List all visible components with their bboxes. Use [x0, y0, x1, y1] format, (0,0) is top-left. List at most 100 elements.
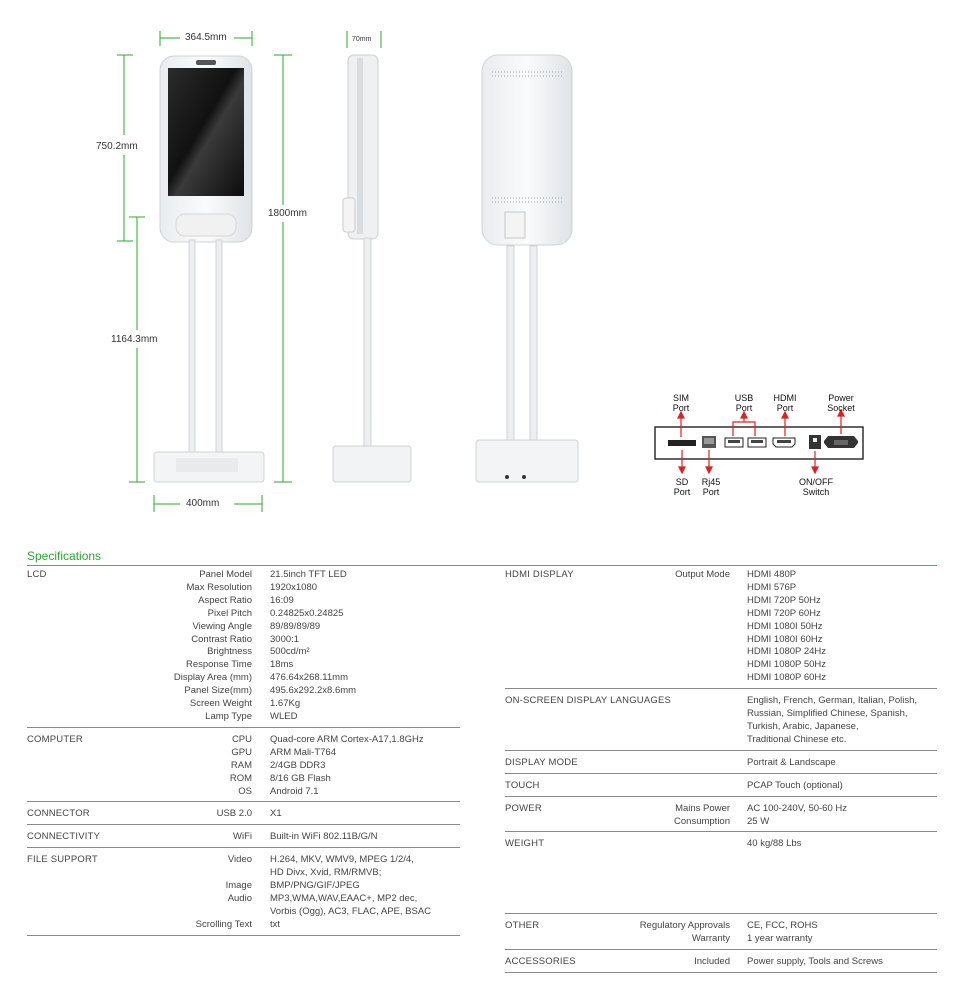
spec-key — [505, 659, 730, 672]
spec-row: English, French, German, Italian, Polish… — [505, 695, 937, 708]
spec-row: HDMI 1080P 24Hz — [505, 646, 937, 659]
spec-value: Power supply, Tools and Screws — [747, 956, 883, 968]
spec-key: Display Area (mm) — [173, 672, 252, 684]
spec-key: Viewing Angle — [192, 620, 252, 632]
spec-value: HDMI 1080I 50Hz — [747, 620, 823, 632]
spec-value: 25 W — [747, 815, 770, 827]
spec-value: English, French, German, Italian, Polish… — [747, 695, 918, 707]
spec-value: 1 year warranty — [747, 933, 813, 945]
spec-row: PCAP Touch (optional) — [505, 780, 937, 793]
spec-row: HD Divx, Xvid, RM/RMVB; — [27, 867, 460, 880]
spec-value: Android 7.1 — [270, 785, 319, 797]
spec-value: HDMI 1080I 60Hz — [747, 633, 823, 645]
spec-section-heading: TOUCH — [505, 779, 540, 791]
spec-key: Regulatory Approvals — [639, 920, 730, 932]
spec-key: Brightness — [207, 646, 252, 658]
spec-value: 18ms — [270, 659, 294, 671]
spec-row: Included Power supply, Tools and Screws — [505, 956, 937, 969]
sd-port-label: SD Port — [673, 477, 691, 497]
spec-value: Russian, Simplified Chinese, Spanish, — [747, 708, 908, 720]
spec-value: ARM Mali-T764 — [270, 746, 336, 758]
head-height-label: 750.2mm — [96, 141, 138, 152]
spec-value: 8/16 GB Flash — [270, 772, 331, 784]
spec-key: RAM — [230, 759, 252, 771]
spec-row: Aspect Ratio 16:09 — [27, 595, 460, 608]
spec-row: Brightness 500cd/m² — [27, 646, 460, 659]
spec-value: HDMI 480P — [747, 569, 797, 580]
spec-key — [505, 646, 730, 659]
spec-value: BMP/PNG/GIF/JPEG — [270, 880, 360, 892]
specifications-title: Specifications — [27, 549, 102, 563]
rj45-port-label: Rj45 Port — [701, 477, 721, 497]
sim-port-label: SIM Port — [672, 393, 690, 413]
spec-row: HDMI 1080I 60Hz — [505, 634, 937, 647]
usb-port-label: USB Port — [734, 393, 754, 413]
ports-panel — [654, 408, 864, 475]
spec-key: Panel Model — [199, 569, 252, 580]
spec-key — [505, 708, 730, 721]
spec-value: 16:09 — [270, 594, 294, 606]
spec-row: OS Android 7.1 — [27, 786, 460, 799]
spec-row: Display Area (mm)476.64x268.11mm — [27, 672, 460, 685]
spec-row: Panel Size(mm)495.6x292.2x8.6mm — [27, 685, 460, 698]
spec-value: HDMI 1080P 60Hz — [747, 672, 827, 684]
spec-value: 0.24825x0.24825 — [270, 607, 344, 619]
spec-row: Response Time 18ms — [27, 659, 460, 672]
spec-key: CPU — [231, 733, 252, 745]
spec-key: OS — [238, 785, 252, 797]
spec-row: Output Mode HDMI 480P — [505, 569, 937, 582]
spec-key: Lamp Type — [205, 710, 252, 722]
spec-key — [505, 634, 730, 647]
spec-key: Pixel Pitch — [207, 607, 252, 619]
spec-value: Traditional Chinese etc. — [747, 733, 847, 745]
spec-row: Pixel Pitch 0.24825x0.24825 — [27, 608, 460, 621]
back-view — [475, 54, 579, 483]
spec-key: USB 2.0 — [216, 808, 252, 820]
spec-row: HDMI 1080P 60Hz — [505, 672, 937, 685]
spec-row: Lamp Type WLED — [27, 711, 460, 724]
spec-value: 3000:1 — [270, 633, 300, 645]
side-view — [332, 54, 412, 483]
usb-port-icon — [747, 437, 767, 448]
spec-value: Built-in WiFi 802.11B/G/N — [270, 831, 378, 843]
spec-value: 1.67Kg — [270, 698, 301, 710]
spec-key — [27, 906, 252, 919]
spec-key: Response Time — [185, 659, 252, 671]
spec-value: WLED — [270, 710, 298, 722]
spec-key: Aspect Ratio — [198, 594, 252, 606]
spec-row: Turkish, Arabic, Japanese, — [505, 721, 937, 734]
product-drawing: 364.5mm 70mm 750.2mm 1800mm 1164.3mm 400… — [96, 31, 864, 512]
spec-row: Russian, Simplified Chinese, Spanish, — [505, 708, 937, 721]
pole-height-label: 1164.3mm — [111, 334, 158, 345]
spec-key — [505, 734, 730, 747]
spec-key: Mains Power — [675, 802, 730, 814]
spec-value: HDMI 576P — [747, 581, 797, 593]
spec-section-heading: CONNECTOR — [27, 808, 90, 820]
spec-key: Output Mode — [675, 569, 730, 580]
spec-value: HDMI 1080P 24Hz — [747, 646, 827, 658]
spec-value: 1920x1080 — [270, 581, 318, 593]
spec-value: 500cd/m² — [270, 646, 310, 658]
spec-key: Included — [694, 956, 730, 968]
spec-key: Audio — [227, 892, 252, 904]
